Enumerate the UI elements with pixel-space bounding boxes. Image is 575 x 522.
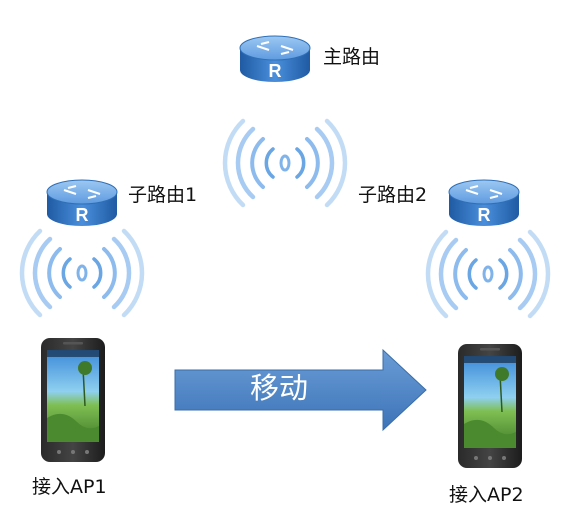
sub-router-2-icon — [448, 179, 520, 227]
sub-router-1-icon — [46, 179, 118, 227]
move-arrow — [174, 348, 427, 432]
ap1-label: 接入AP1 — [32, 476, 107, 498]
move-arrow-label: 移动 — [250, 371, 309, 405]
ap2-label: 接入AP2 — [449, 484, 524, 506]
ap1-wifi-icon — [22, 231, 142, 315]
sub-router-2-label: 子路由2 — [358, 184, 428, 206]
main-router-icon — [239, 35, 311, 83]
main-router-wifi-icon — [225, 121, 345, 205]
sub-router-1-label: 子路由1 — [128, 184, 198, 206]
ap1-smartphone-icon — [40, 337, 106, 463]
ap2-wifi-icon — [428, 232, 548, 316]
main-router-label: 主路由 — [323, 46, 381, 68]
ap2-smartphone-icon — [457, 343, 523, 469]
